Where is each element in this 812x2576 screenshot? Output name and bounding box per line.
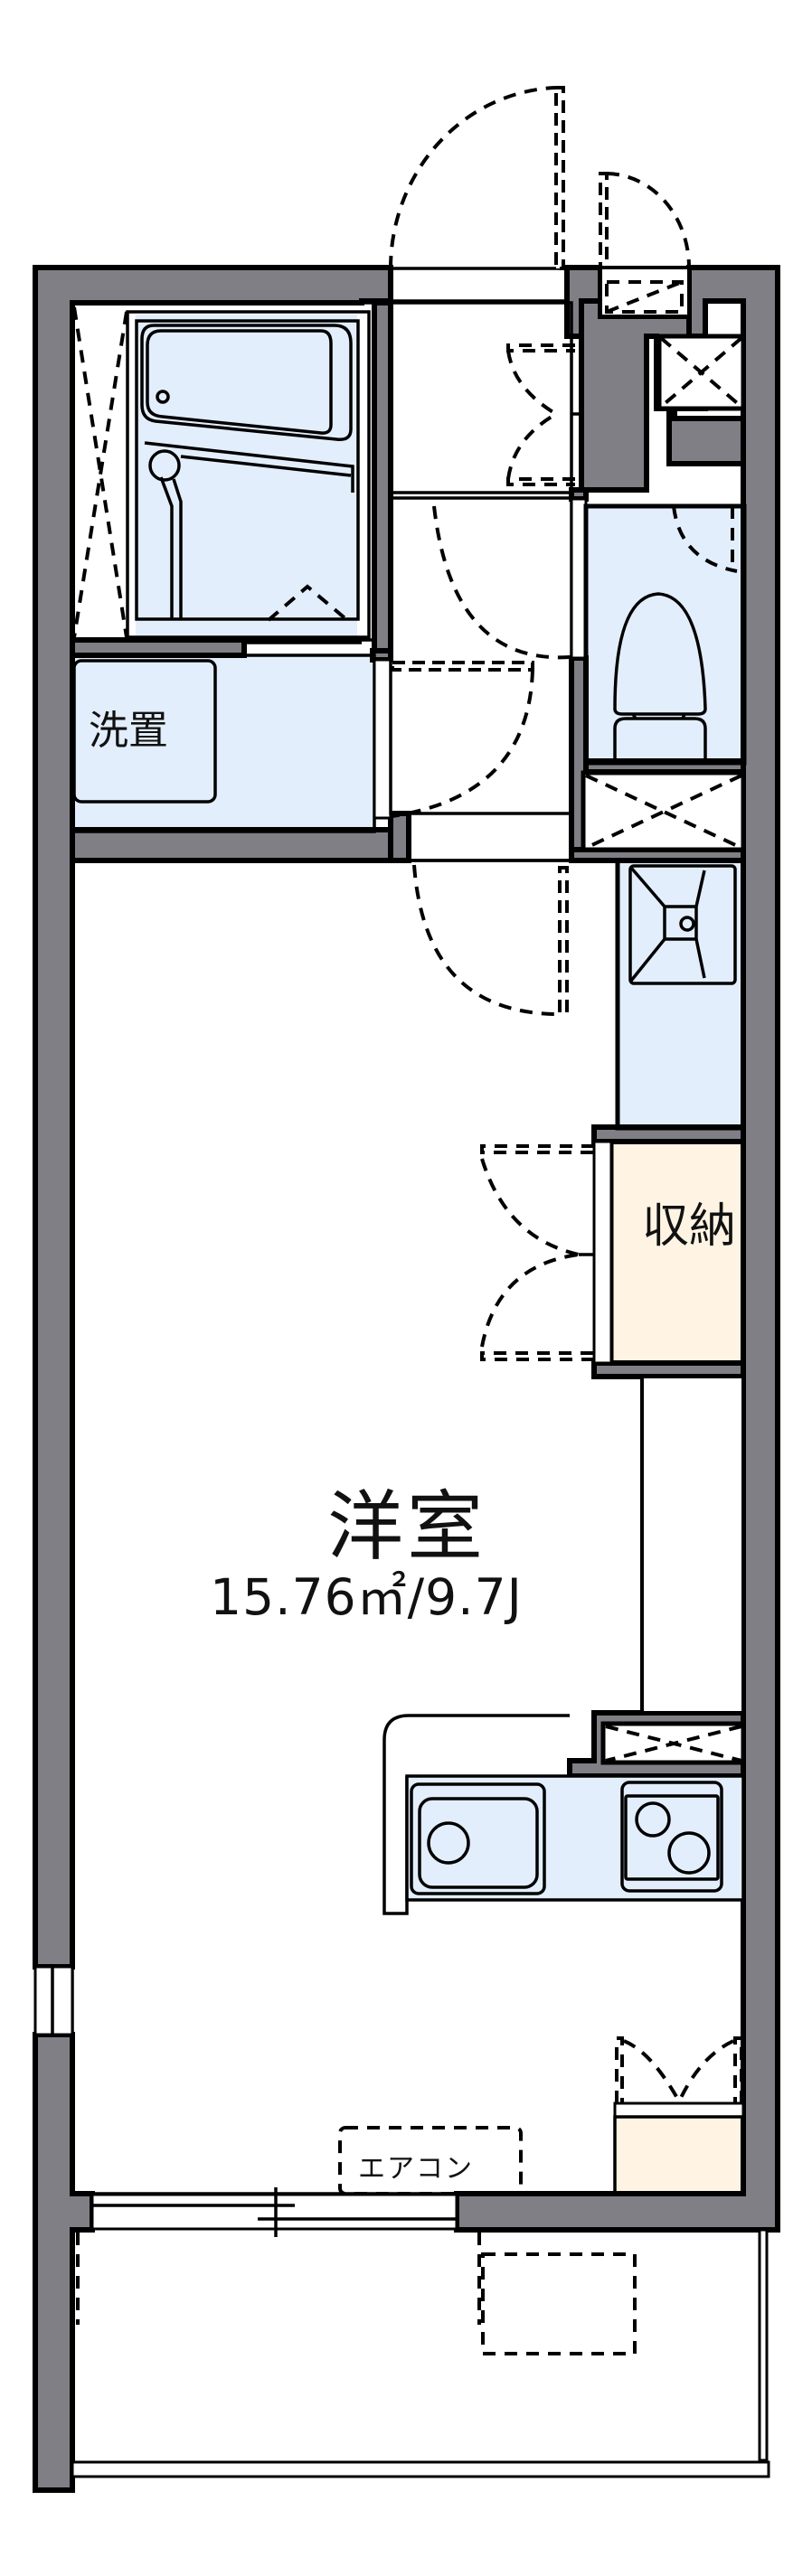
washing-machine-label: 洗置 bbox=[89, 708, 168, 754]
bath-unit-frame bbox=[126, 310, 371, 639]
wall-hall-left-2 bbox=[388, 811, 411, 863]
kitchen-shaft-x-icon bbox=[605, 1725, 742, 1763]
shower-head-icon bbox=[148, 449, 181, 482]
shoe-cabinet-door-bottom-icon bbox=[506, 412, 575, 486]
wash-door-swing-icon bbox=[392, 669, 534, 818]
storage-label: 収納 bbox=[642, 1199, 737, 1254]
wash-basin-drain bbox=[679, 916, 695, 932]
wall-bath-right bbox=[372, 300, 393, 653]
balcony-rail-bottom bbox=[71, 2460, 770, 2478]
main-door-swing-icon bbox=[412, 864, 557, 1016]
wall-bath-wash bbox=[70, 637, 247, 658]
vanity-floor bbox=[618, 860, 744, 1128]
stove-outer bbox=[620, 1781, 723, 1893]
burner-1-icon bbox=[635, 1801, 671, 1838]
room-name-label: 洋室 bbox=[326, 1482, 486, 1571]
room-area-label: 15.76㎡/9.7J bbox=[210, 1568, 523, 1626]
ac-outdoor-unit bbox=[481, 2252, 637, 2355]
bathtub-icon bbox=[140, 324, 353, 442]
toilet-tank-icon bbox=[613, 717, 707, 761]
kitchen-peninsula bbox=[382, 1714, 570, 1915]
toilet-outline bbox=[583, 503, 747, 766]
bath-door-swing-icon bbox=[267, 584, 349, 622]
toilet-neck-l bbox=[631, 713, 637, 719]
wash-door-leaf bbox=[391, 661, 534, 672]
toilet-floor bbox=[586, 506, 744, 763]
pipe-shaft-toilet-x-icon bbox=[585, 774, 742, 850]
wall-wash-bottom bbox=[70, 827, 411, 863]
hallway-outline bbox=[389, 301, 573, 815]
toilet-door-swing-icon bbox=[432, 505, 571, 660]
entrance-door-swing-icon bbox=[389, 86, 557, 269]
entry-cabinet-outline bbox=[613, 2115, 745, 2196]
toilet-cabinet-door-icon bbox=[672, 505, 738, 573]
bath-unit-inner bbox=[135, 319, 360, 621]
storage-door-jamb bbox=[592, 1140, 613, 1365]
fridge-space bbox=[640, 1375, 745, 1715]
pipe-shaft-top-x-icon bbox=[659, 336, 743, 409]
storage-door-top-icon bbox=[480, 1144, 594, 1256]
sink-outer bbox=[410, 1782, 546, 1895]
meter-door-leaf bbox=[599, 172, 609, 269]
entry-cabinet-top bbox=[613, 2101, 745, 2119]
wall-left-lower bbox=[33, 2032, 95, 2493]
main-door-leaf bbox=[558, 866, 569, 1014]
sink-bowl-icon bbox=[418, 1797, 539, 1889]
entrance-door-leaf bbox=[554, 86, 565, 270]
wash-door-jamb bbox=[373, 658, 392, 820]
vanity-outline bbox=[615, 858, 746, 1131]
meter-box-diagonal bbox=[606, 280, 683, 314]
sink-drain bbox=[427, 1821, 470, 1865]
bath-drain-icon bbox=[156, 390, 170, 404]
storage-closet-floor bbox=[611, 1142, 743, 1363]
wash-basin-bowl bbox=[629, 866, 706, 982]
air-conditioner-label: エアコン bbox=[358, 2153, 474, 2185]
wash-basin-icon bbox=[628, 864, 737, 985]
bath-folding-door-a bbox=[72, 306, 128, 638]
entry-cabinet bbox=[615, 2117, 743, 2195]
burner-2-icon bbox=[667, 1831, 711, 1875]
toilet-bowl-icon bbox=[613, 592, 707, 716]
washing-machine-space bbox=[72, 659, 217, 804]
shower-rail bbox=[159, 476, 183, 620]
bath-bench bbox=[144, 441, 354, 493]
meter-box-inner bbox=[605, 280, 684, 314]
bathtub-inner bbox=[146, 329, 333, 435]
shoe-cabinet-door-top-icon bbox=[506, 343, 575, 416]
stove-top-icon bbox=[624, 1794, 720, 1881]
bath-folding-door-b bbox=[72, 311, 128, 638]
toilet-neck-r bbox=[681, 713, 686, 719]
bath-outline bbox=[71, 301, 376, 642]
balcony-rail-right bbox=[758, 2228, 769, 2462]
entry-cabinet-door-icon bbox=[615, 2036, 743, 2103]
storage-door-bottom-icon bbox=[480, 1253, 594, 1361]
meter-door-swing-icon bbox=[606, 172, 691, 268]
bath-floor bbox=[136, 315, 357, 640]
